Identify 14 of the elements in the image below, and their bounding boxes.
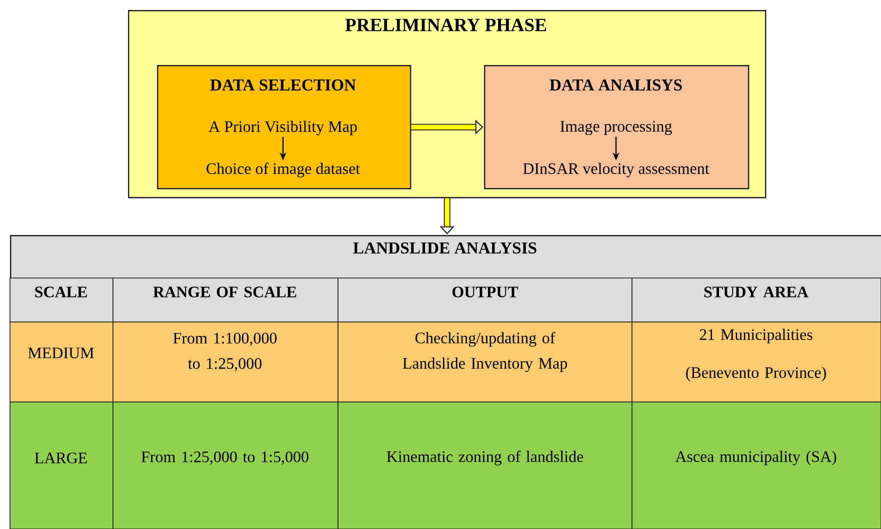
step-text: A Priori Visibility Map [208,120,357,136]
table-cell: Checking/updating of Landslide Inventory Map [338,322,632,402]
table-cell: LARGE [10,402,114,529]
step-text: DInSAR velocity assessment [523,162,710,178]
table-cell: Ascea municipality (SA) [632,402,881,529]
step-text: Choice of image dataset [206,162,360,178]
table-cell: Kinematic zoning of landslide [338,402,632,529]
node-label: LANDSLIDE ANALYSIS [353,242,536,254]
table-cell: OUTPUT [338,278,632,322]
table-cell: 21 Municipalities (Benevento Province) [632,322,881,402]
step-text: Image processing [560,120,672,136]
table-cell: STUDY AREA [632,278,881,322]
table-cell: MEDIUM [10,322,114,402]
table-cell: SCALE [10,278,114,322]
